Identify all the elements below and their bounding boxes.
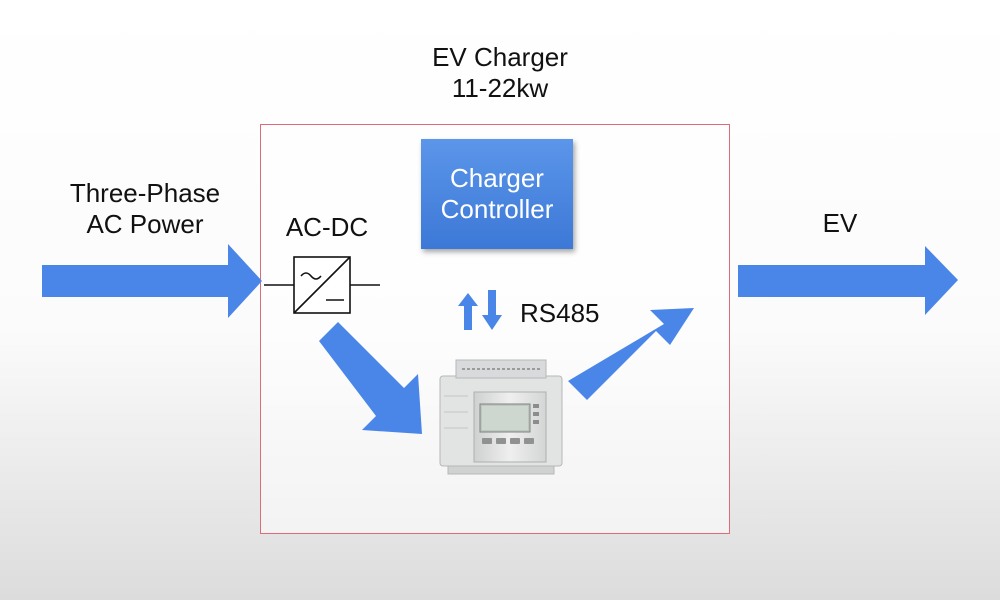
input-power-label-line1: Three-Phase — [69, 178, 221, 208]
input-power-label: Three-Phase AC Power — [30, 178, 260, 240]
ev-output-arrow — [738, 246, 958, 315]
meter-to-output-arrow — [568, 308, 694, 400]
input-power-label-line2: AC Power — [86, 209, 204, 239]
converter-to-meter-arrow — [319, 322, 422, 434]
charger-controller-label-line1: Charger — [450, 163, 544, 193]
ev-label: EV — [822, 208, 858, 238]
rs485-down-arrow — [482, 290, 502, 330]
rs485-up-arrow — [458, 293, 478, 330]
charger-controller-box: Charger Controller — [421, 139, 573, 249]
ac-dc-converter-symbol — [264, 256, 380, 314]
input-power-arrow — [42, 244, 262, 318]
charger-title-line1: EV Charger — [432, 42, 568, 72]
rs485-label: RS485 — [520, 298, 600, 328]
charger-title-line2: 11-22kw — [451, 73, 549, 103]
ac-dc-label: AC-DC — [285, 212, 369, 242]
charger-controller-label-line2: Controller — [440, 194, 554, 224]
charger-title: EV Charger 11-22kw — [330, 42, 670, 104]
energy-meter-device — [439, 359, 563, 475]
